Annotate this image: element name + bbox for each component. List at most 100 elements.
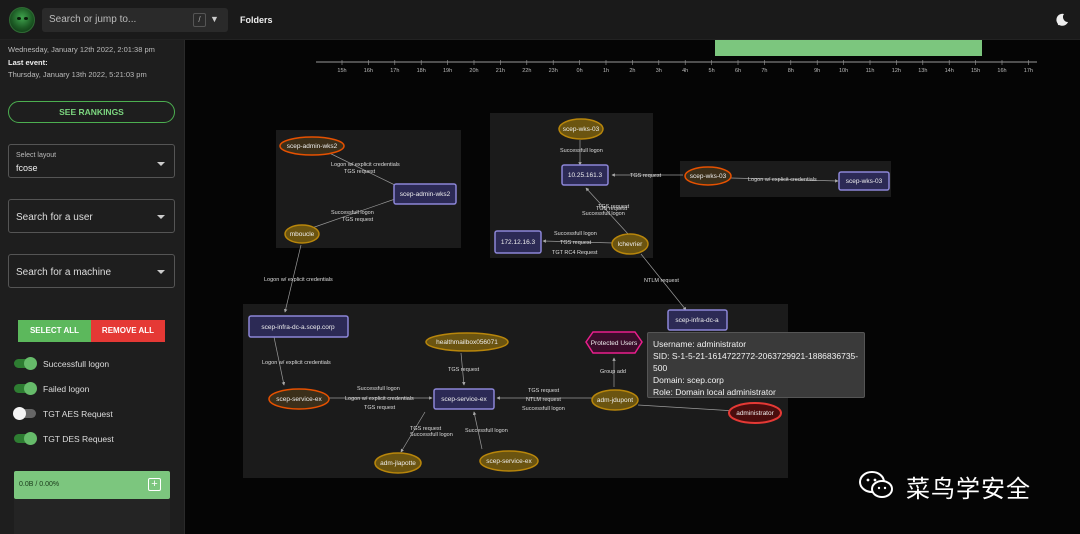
layout-select-label: Select layout [16,152,57,159]
node-machine[interactable]: scep-service-ex [433,388,495,410]
edge-label: Successfull logon [357,386,400,392]
search-placeholder: Search or jump to... [49,14,137,25]
toggle-label: Successfull logon [43,359,110,369]
node-machine[interactable]: 10.25.161.3 [561,164,609,186]
edge-label: NTLM request [526,397,561,403]
global-search-input[interactable]: Search or jump to... / ▼ [42,8,228,32]
chevron-down-icon[interactable]: ▼ [210,14,219,24]
node-account[interactable]: healthmailbox056071 [425,332,509,352]
select-all-button[interactable]: SELECT ALL [18,320,91,342]
edge-label: Successfull logon [331,210,374,216]
edge-label: Logon w/ explicit credentials [748,177,817,183]
node-label: 10.25.161.3 [568,172,603,179]
folders-menu[interactable]: Folders [240,15,273,25]
node-label: scep-infra-dc-a.scep.corp [261,324,335,331]
timeline-tick-label: 4h [682,68,688,74]
edge-label: TGS request [344,169,376,175]
edge-label: Logon w/ explicit credentials [331,162,400,168]
last-event-label: Last event: [8,58,48,67]
timeline-tick-label: 18h [417,68,426,74]
node-admin[interactable]: administrator [728,402,782,424]
search-shortcut-key: / [193,13,206,27]
user-search-select[interactable]: Search for a user [8,199,175,233]
node-label: scep-admin-wks2 [287,143,338,150]
edge-label: Successfull logon [522,406,565,412]
timeline-tick-label: 15h [337,68,346,74]
top-bar: Search or jump to... / ▼ Folders [0,0,1080,40]
node-label: administrator [736,410,774,417]
node-machine[interactable]: scep-infra-dc-a.scep.corp [248,315,349,338]
edge-label: Successfull logon [465,428,508,434]
layout-select-value: fcose [16,163,38,173]
node-label: scep-admin-wks2 [400,191,451,198]
timeline-tick-label: 16h [364,68,373,74]
node-user[interactable]: scep-wks-03 [684,166,732,186]
tooltip-sid: SID: S-1-5-21-1614722772-2063729921-1886… [653,351,859,361]
node-account[interactable]: lchevrier [611,233,649,255]
edge-label: Successfull logon [554,231,597,237]
watermark: 菜鸟学安全 [858,467,1058,503]
sidebar: Wednesday, January 12th 2022, 2:01:38 pm… [0,40,185,534]
tooltip-sid-cont: 500 [653,363,668,373]
node-machine[interactable]: scep-wks-03 [838,171,890,191]
edge-label: TGS request [342,217,374,223]
tooltip-role: Role: Domain local administrator [653,387,776,397]
layout-select[interactable]: Select layout fcose [8,144,175,178]
timeline-tick-label: 12h [892,68,901,74]
edge-label: TGS request [364,405,396,411]
remove-all-button[interactable]: REMOVE ALL [91,320,165,342]
timeline-tick-label: 2h [629,68,635,74]
node-user[interactable]: scep-admin-wks2 [279,136,345,156]
toggle-label: Failed logon [43,384,90,394]
node-machine[interactable]: scep-admin-wks2 [393,183,457,205]
toggle-switch[interactable] [14,432,37,445]
edge-labels: Logon w/ explicit credentials TGS reques… [262,148,817,438]
user-search-placeholder: Search for a user [16,212,93,223]
node-account[interactable]: scep-wks-03 [558,118,604,140]
first-event-date: Wednesday, January 12th 2022, 2:01:38 pm [8,45,155,54]
timeline-tick-label: 14h [945,68,954,74]
node-label: scep-wks-03 [563,126,600,133]
add-icon[interactable]: + [148,478,161,491]
timeline-selection[interactable] [715,40,982,56]
node-account[interactable]: mboucle [284,224,320,244]
toggle-switch[interactable] [13,407,36,420]
node-label: adm-jlapotte [380,460,416,467]
node-user[interactable]: scep-service-ex [268,388,330,410]
node-machine[interactable]: 172.12.16.3 [494,230,542,254]
tooltip-domain: Domain: scep.corp [653,375,724,385]
timeline-tick-label: 10h [839,68,848,74]
machine-search-select[interactable]: Search for a machine [8,254,175,288]
timeline-tick-label: 3h [656,68,662,74]
toggle-label: TGT AES Request [43,409,113,419]
timeline-tick-label: 23h [549,68,558,74]
theme-toggle-icon[interactable] [1054,12,1070,28]
node-account[interactable]: adm-jlapotte [374,452,422,474]
node-label: scep-wks-03 [690,173,727,180]
node-label: lchevrier [618,241,643,248]
node-label: scep-service-ex [276,396,322,403]
node-account[interactable]: adm-jdupont [591,389,639,411]
node-machine[interactable]: scep-infra-dc-a [667,309,728,331]
node-group[interactable]: Protected Users [585,331,643,354]
timeline-tick-label: 1h [603,68,609,74]
graph-nodes[interactable]: scep-admin-wks2 scep-admin-wks2 mboucle … [248,118,890,474]
chevron-down-icon [157,270,165,274]
node-account[interactable]: scep-service-ex [479,450,539,472]
node-label: scep-wks-03 [846,178,883,185]
edge-label: TGT RC4 Request [552,250,598,256]
edge-label: TGS request [598,204,630,210]
toggle-switch[interactable] [14,382,37,395]
see-rankings-button[interactable]: SEE RANKINGS [8,101,175,123]
toggle-label: TGT DES Request [43,434,114,444]
timeline-tick-label: 9h [814,68,820,74]
progress-text: 0.0B / 0.00% [19,481,60,488]
app-logo-icon[interactable] [9,7,35,33]
edge-label: TGS request [630,173,662,179]
toggle-switch[interactable] [14,357,37,370]
node-label: 172.12.16.3 [501,239,536,246]
